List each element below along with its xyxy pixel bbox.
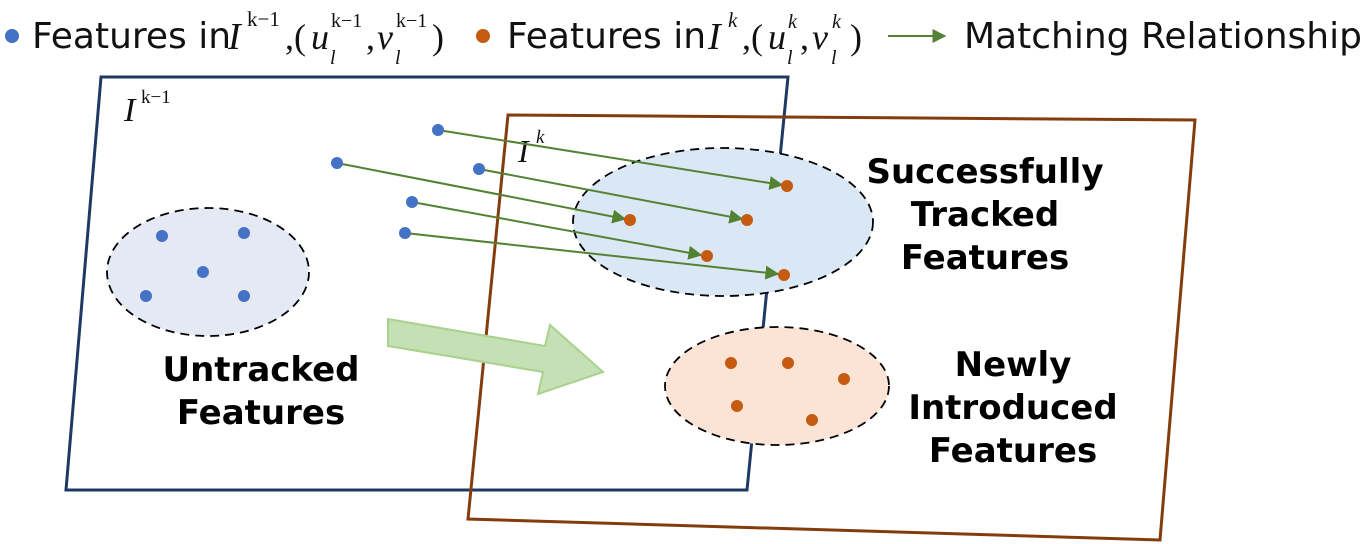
legend-prev-feature-marker: [5, 29, 19, 43]
current-frame-label: I k: [517, 127, 545, 169]
curr-feature-point: [701, 250, 713, 262]
prev-feature-point: [331, 157, 343, 169]
current-frame: [466, 113, 1197, 542]
svg-text:k: k: [536, 127, 545, 148]
current-frame-features: [624, 180, 850, 426]
svg-text:,(: ,(: [742, 17, 763, 57]
svg-text:I: I: [707, 16, 723, 58]
svg-text:k−1: k−1: [396, 10, 427, 32]
matching-arrow: [478, 168, 744, 224]
curr-feature-point: [806, 414, 818, 426]
new-features-label: Newly Introduced Features: [908, 345, 1117, 471]
matching-arrow: [404, 232, 780, 280]
svg-text:k−1: k−1: [141, 87, 171, 108]
svg-text:Tracked: Tracked: [911, 195, 1059, 235]
prev-feature-point: [399, 227, 411, 239]
svg-text:Newly: Newly: [955, 345, 1072, 385]
svg-text:,(: ,(: [285, 17, 306, 57]
legend-prev-label: Features in: [32, 16, 231, 57]
curr-feature-point: [838, 373, 850, 385]
matching-arrow: [411, 201, 703, 260]
svg-text:l: l: [787, 47, 793, 69]
tracked-features-label: Successfully Tracked Features: [866, 152, 1103, 278]
svg-text:): ): [432, 17, 444, 57]
legend-curr-label: Features in: [507, 16, 706, 57]
svg-text:Successfully: Successfully: [866, 152, 1103, 192]
svg-text:k−1: k−1: [331, 10, 362, 32]
svg-text:k: k: [788, 11, 798, 33]
svg-text:v: v: [377, 17, 393, 57]
svg-text:k: k: [832, 11, 842, 33]
curr-feature-point: [731, 400, 743, 412]
legend-prev-math: I k−1 ,( u k−1 l , v k−1 l ): [227, 7, 444, 69]
legend-curr-math: I k ,( u k l , v k l ): [707, 8, 862, 69]
svg-text:Untracked: Untracked: [162, 350, 359, 390]
prev-feature-point: [140, 290, 152, 302]
svg-text:Features: Features: [901, 238, 1069, 278]
prev-feature-point: [406, 196, 418, 208]
curr-feature-point: [725, 357, 737, 369]
svg-text:l: l: [395, 47, 401, 69]
untracked-features-label: Untracked Features: [162, 350, 359, 433]
prev-feature-point: [238, 290, 250, 302]
matching-arrow: [336, 162, 627, 224]
curr-feature-point: [624, 214, 636, 226]
svg-text:u: u: [768, 17, 786, 57]
previous-frame-label: I k−1: [123, 87, 171, 129]
svg-text:Features: Features: [929, 431, 1097, 471]
prev-feature-point: [473, 163, 485, 175]
curr-feature-point: [782, 357, 794, 369]
previous-frame-features: [140, 124, 485, 302]
svg-text:l: l: [831, 47, 837, 69]
svg-text:v: v: [812, 17, 828, 57]
previous-frame: [64, 75, 790, 492]
prev-feature-point: [156, 230, 168, 242]
svg-text:k−1: k−1: [247, 7, 280, 31]
prev-feature-point: [238, 227, 250, 239]
svg-text:l: l: [330, 47, 336, 69]
svg-text:,: ,: [800, 17, 809, 57]
svg-text:u: u: [311, 17, 329, 57]
matching-arrow: [437, 129, 784, 190]
svg-text:Introduced: Introduced: [908, 388, 1117, 428]
svg-text:): ): [850, 17, 862, 57]
curr-feature-point: [781, 180, 793, 192]
svg-text:I: I: [227, 16, 243, 58]
legend-curr-feature-marker: [476, 29, 490, 43]
prev-feature-point: [432, 124, 444, 136]
svg-text:I: I: [517, 133, 530, 169]
prev-feature-point: [197, 266, 209, 278]
right-arrow-icon: [387, 317, 605, 396]
svg-text:k: k: [728, 8, 738, 32]
curr-feature-point: [741, 214, 753, 226]
curr-feature-point: [778, 269, 790, 281]
legend-match-label: Matching Relationship: [964, 16, 1362, 57]
svg-text:,: ,: [366, 17, 375, 57]
legend: Features in I k−1 ,( u k−1 l , v k−1 l )…: [5, 7, 1362, 69]
matching-arrows: [336, 129, 784, 280]
tracked-features-region: [572, 147, 874, 297]
new-features-region: [664, 326, 890, 446]
svg-text:I: I: [123, 92, 137, 129]
svg-text:Features: Features: [177, 393, 345, 433]
